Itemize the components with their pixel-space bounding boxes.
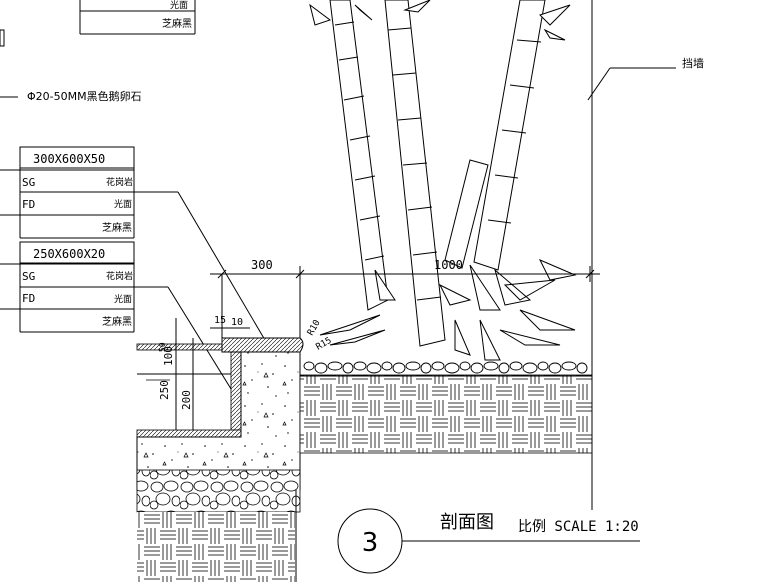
pebble [327, 361, 343, 371]
spec-table-1-code-1: SG [22, 176, 35, 189]
radius-r15: R15 [315, 336, 334, 353]
retaining-wall-label: 挡墙 [682, 56, 704, 70]
pebble [444, 362, 460, 374]
dim-300: 300 [251, 258, 273, 272]
spec-table-2-size: 250X600X20 [33, 247, 105, 261]
pebble [459, 361, 471, 371]
pebble [303, 361, 315, 371]
spec-table-2-code-1: SG [22, 270, 35, 283]
pebble [498, 362, 510, 374]
pond-section [136, 337, 304, 582]
pebble [537, 361, 549, 371]
pebble [576, 362, 588, 374]
dim-100: 100 [162, 346, 175, 366]
spec-table-2-value-2: 光面 [114, 293, 132, 305]
dim-250: 250 [158, 380, 171, 400]
pebble [420, 362, 432, 374]
drawing-scale: 比例 SCALE 1:20 [518, 519, 639, 535]
pebble [483, 361, 499, 371]
spec-table-2-code-2: FD [22, 292, 35, 305]
spec-table-1-code-2: FD [22, 198, 35, 211]
spec-table-1-value-2: 光面 [114, 198, 132, 210]
pebble [548, 362, 562, 374]
dimensions: 300 1000 15 10 100 250 200 50 R10 R15 [158, 258, 600, 430]
dim-200: 200 [180, 390, 193, 410]
title-block: 3 剖面图 比例 SCALE 1:20 [337, 508, 640, 574]
spec-table-2-value-1: 花岗岩 [106, 270, 133, 282]
pebble [405, 361, 421, 371]
pebble [314, 362, 328, 374]
pebble [392, 362, 406, 374]
pebble [366, 362, 382, 374]
dim-50: 50 [158, 342, 167, 352]
pebble [522, 362, 538, 374]
spec-table-1: 300X600X50 SG 花岗岩 FD 光面 芝麻黑 [0, 146, 135, 239]
spec-table-1-value-1: 花岗岩 [106, 176, 133, 188]
spec-table-2: 250X600X20 SG 花岗岩 FD 光面 芝麻黑 [0, 241, 135, 333]
pebble [561, 361, 577, 371]
top-table-row1: 光面 [170, 0, 188, 11]
dim-1000: 1000 [434, 258, 463, 272]
pebble [431, 361, 445, 371]
pebble [342, 362, 354, 374]
dim-10: 10 [231, 317, 243, 328]
spec-table-1-size: 300X600X50 [33, 152, 105, 166]
pebble-note: Φ20-50MM黑色鹅卵石 [27, 89, 142, 103]
pebble [470, 362, 484, 374]
planting-bed [299, 361, 593, 454]
dim-15: 15 [214, 315, 226, 326]
pebble [353, 361, 367, 371]
spec-table-2-value-3: 芝麻黑 [102, 315, 132, 328]
pebble [381, 361, 393, 371]
pebble [509, 361, 523, 371]
drawing-title: 剖面图 [440, 512, 494, 533]
retaining-wall-callout: 挡墙 [587, 0, 704, 510]
bamboo-planting [309, 0, 577, 361]
spec-table-1-value-3: 芝麻黑 [102, 221, 132, 234]
top-table: 光面 芝麻黑 [0, 0, 196, 47]
section-number: 3 [362, 528, 379, 558]
top-table-row2: 芝麻黑 [162, 17, 192, 30]
